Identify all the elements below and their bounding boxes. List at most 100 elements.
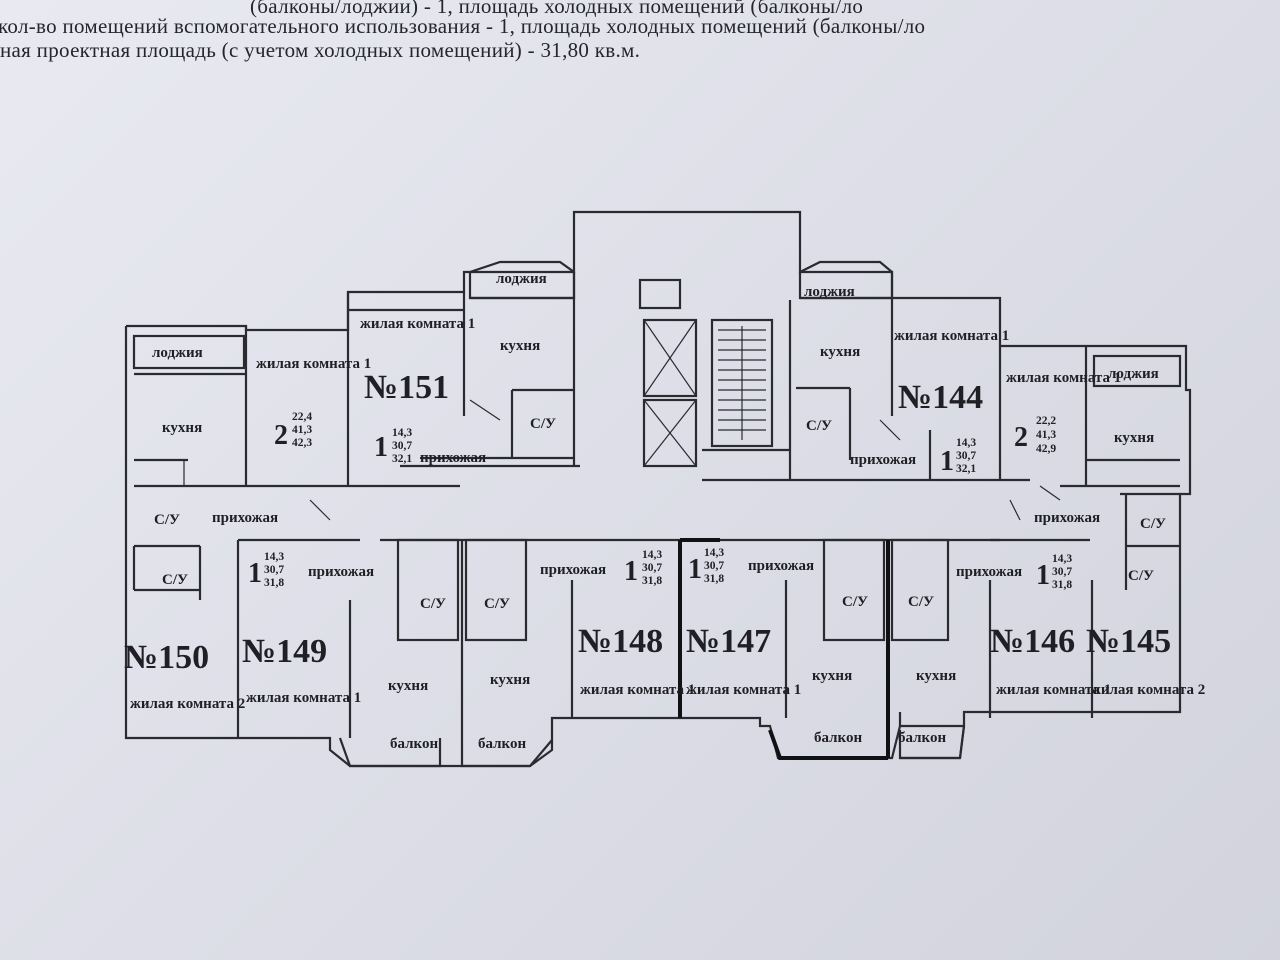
room-count: 1 (1036, 560, 1050, 591)
bathroom-label: С/У (154, 512, 180, 528)
hallway-label: прихожая (956, 564, 1022, 580)
living-room-label-text: жилая комната 1 (360, 316, 475, 332)
header-line-3: ная проектная площадь (с учетом холодных… (0, 38, 640, 63)
area-with-cold: 32,1 (392, 453, 412, 465)
hallway-label: прихожая (308, 564, 374, 580)
balcony-label: балкон (390, 736, 438, 752)
header-line-3-text: ная проектная площадь (с учетом холодных… (0, 38, 641, 62)
bathroom-label: С/У (806, 418, 832, 434)
loggia-label: лоджия (152, 345, 203, 361)
bathroom-label: С/У (908, 594, 934, 610)
bathroom-label: С/У (420, 596, 446, 612)
apartment-number-150: №150 (124, 639, 209, 676)
area-with-cold: 31,8 (642, 575, 662, 587)
kitchen-label: кухня (490, 672, 530, 688)
kitchen-label: кухня (820, 344, 860, 360)
kitchen-label: кухня (162, 420, 202, 436)
area-living: 14,3 (704, 547, 724, 559)
room-labels: лоджия лоджия лоджия лоджия кухня кухня … (130, 271, 1205, 752)
living-room-label-text: жилая комната 1 (894, 328, 1009, 344)
area-living: 22,4 (292, 411, 312, 423)
area-with-cold: 42,9 (1036, 443, 1056, 455)
loggia-label: лоджия (1108, 366, 1159, 382)
area-total: 30,7 (704, 560, 724, 572)
balcony-label: балкон (478, 736, 526, 752)
area-total: 30,7 (1052, 566, 1072, 578)
area-with-cold: 31,8 (264, 577, 284, 589)
living-room-label-text: жилая комната 1 (256, 356, 371, 372)
bathroom-label: С/У (842, 594, 868, 610)
living-room-label-text: жилая комната 1 (246, 690, 361, 706)
kitchen-label: кухня (388, 678, 428, 694)
room-count: 2 (1014, 422, 1028, 453)
area-living: 14,3 (642, 549, 662, 561)
interior-walls (132, 260, 1182, 768)
area-total: 41,3 (292, 424, 312, 436)
apartment-number-149: №149 (242, 633, 327, 670)
area-living: 14,3 (264, 551, 284, 563)
living-room-label: жилая комната 1 (1006, 370, 1121, 386)
bathroom-label: С/У (1140, 516, 1166, 532)
area-total: 30,7 (392, 440, 412, 452)
bathroom-label: С/У (484, 596, 510, 612)
kitchen-label: кухня (916, 668, 956, 684)
living-room-label: жилая комната 1 (686, 682, 801, 698)
apartment-number-144: №144 (898, 379, 983, 416)
hallway-label: прихожая (212, 510, 278, 526)
area-living: 14,3 (956, 437, 976, 449)
hallway-label: прихожая (850, 452, 916, 468)
bathroom-label: С/У (162, 572, 188, 588)
living-room-label: жилая комната 2 (130, 696, 245, 712)
balcony-label: балкон (814, 730, 862, 746)
area-stacks: 1 14,3 30,7 32,1 2 22,4 41,3 42,3 1 14,3… (248, 411, 1072, 591)
loggia-label: лоджия (804, 284, 855, 300)
area-with-cold: 31,8 (1052, 579, 1072, 591)
area-with-cold: 31,8 (704, 573, 724, 585)
area-living: 22,2 (1036, 415, 1056, 427)
living-room-label: жилая комната 1 (996, 682, 1111, 698)
header-line-1: (балконы/лоджии) - 1, площадь холодных п… (250, 0, 864, 18)
living-room-label-text: жилая комната 1 (686, 682, 801, 698)
hallway-label: прихожая (748, 558, 814, 574)
living-room-label-text: жилая комната 2 (130, 696, 245, 712)
living-room-label-text: жилая комната 1 (580, 682, 695, 698)
apartment-number-151: №151 (364, 369, 449, 406)
hallway-label: прихожая (1034, 510, 1100, 526)
room-count: 1 (248, 558, 262, 589)
area-total: 30,7 (264, 564, 284, 576)
bathroom-label: С/У (1128, 568, 1154, 584)
living-room-label: жилая комната 1 (246, 690, 361, 706)
room-count: 2 (274, 420, 288, 451)
room-count: 1 (940, 446, 954, 477)
apartment-number-148: №148 (578, 623, 663, 660)
area-with-cold: 32,1 (956, 463, 976, 475)
hallway-label: прихожая (420, 450, 486, 466)
apartment-numbers: №144 №145 №146 №147 №148 №149 №150 №151 (124, 369, 1171, 676)
loggia-label: лоджия (496, 271, 547, 287)
living-room-label-text: жилая комната 2 (1090, 682, 1205, 698)
plan-header-text: (балконы/лоджии) - 1, площадь холодных п… (0, 0, 1280, 95)
area-total: 41,3 (1036, 429, 1056, 441)
living-room-label: жилая комната 1 (360, 316, 475, 332)
header-line-2: кол-во помещений вспомогательного исполь… (0, 14, 926, 38)
living-room-label: жилая комната 1 (894, 328, 1009, 344)
kitchen-label: кухня (812, 668, 852, 684)
living-room-label-text: жилая комната 1 (1006, 370, 1121, 386)
area-with-cold: 42,3 (292, 437, 312, 449)
kitchen-label: кухня (1114, 430, 1154, 446)
apartment-number-145: №145 (1086, 623, 1171, 660)
hallway-label: прихожая (540, 562, 606, 578)
apartment-number-146: №146 (990, 623, 1075, 660)
area-living: 14,3 (392, 427, 412, 439)
balcony-label: балкон (898, 730, 946, 746)
area-living: 14,3 (1052, 553, 1072, 565)
room-count: 1 (624, 556, 638, 587)
room-count: 1 (688, 554, 702, 585)
room-count: 1 (374, 432, 388, 463)
living-room-label-text: жилая комната 1 (996, 682, 1111, 698)
living-room-label: жилая комната 2 (1090, 682, 1205, 698)
living-room-label: жилая комната 1 (580, 682, 695, 698)
bathroom-label: С/У (530, 416, 556, 432)
kitchen-label: кухня (500, 338, 540, 354)
